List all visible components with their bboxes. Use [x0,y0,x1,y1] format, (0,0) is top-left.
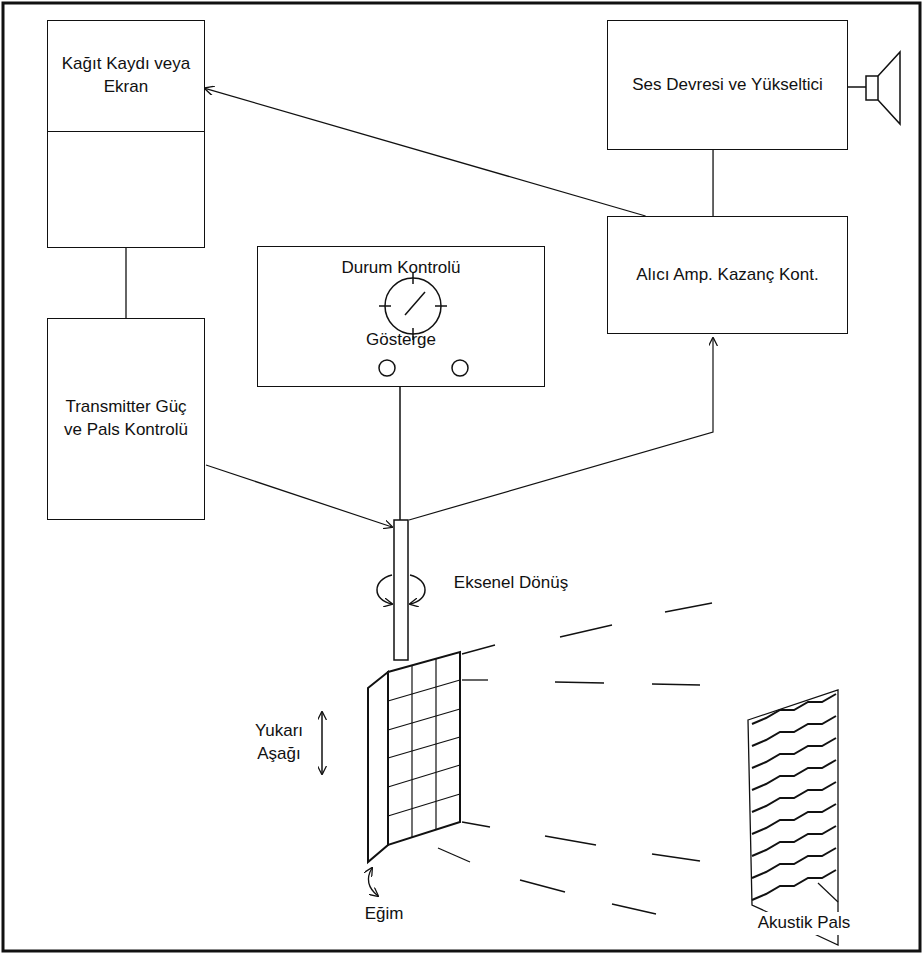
speaker-symbol [848,52,900,124]
connector [205,88,646,216]
receiver-box: Alıcı Amp. Kazanç Kont. [607,216,848,334]
annotation-label: Yukarı Aşağı [242,720,316,766]
pulse-wave [752,738,836,768]
status-control-box: Durum KontrolüGösterge [257,246,545,387]
transducer-array [368,652,460,862]
pulse-wave [752,804,836,834]
box-text: Transmitter Güç ve Pals Kontrolü [60,396,192,442]
transmitter-box: Transmitter Güç ve Pals Kontrolü [47,318,205,520]
outer-frame [3,3,920,951]
pulse-wave [752,694,836,724]
annotation-label: Akustik Pals [742,912,866,935]
box-text: Kağıt Kaydı veya Ekran [59,53,193,99]
tilt-arrow [369,868,378,896]
audio-box: Ses Devresi ve Yükseltici [607,20,848,150]
signal-wire [206,338,713,527]
box-text: Gösterge [258,329,544,352]
connector [712,150,713,216]
beam-lines [438,603,712,914]
pulse-wave [752,760,836,790]
connector [125,248,126,318]
leader-line [818,883,838,902]
transducer-shaft [394,387,408,660]
updown-arrow [321,712,323,774]
pulse-wave [752,716,836,746]
box-text: Durum Kontrolü [258,257,544,280]
recorder-box: Kağıt Kaydı veya Ekran [47,20,205,248]
annotation-label: Eğim [352,903,416,926]
acoustic-pulse [748,690,838,945]
annotation-label: Eksenel Dönüş [444,572,578,595]
box-text: Ses Devresi ve Yükseltici [632,74,823,97]
pulse-wave [752,870,836,900]
pulse-wave [752,848,836,878]
box-text: Alıcı Amp. Kazanç Kont. [636,264,818,287]
gauge-dial [379,272,468,376]
pulse-wave [752,782,836,812]
rotation-arrow [377,575,425,604]
box-section: Kağıt Kaydı veya Ekran [48,21,204,132]
pulse-wave [752,826,836,856]
